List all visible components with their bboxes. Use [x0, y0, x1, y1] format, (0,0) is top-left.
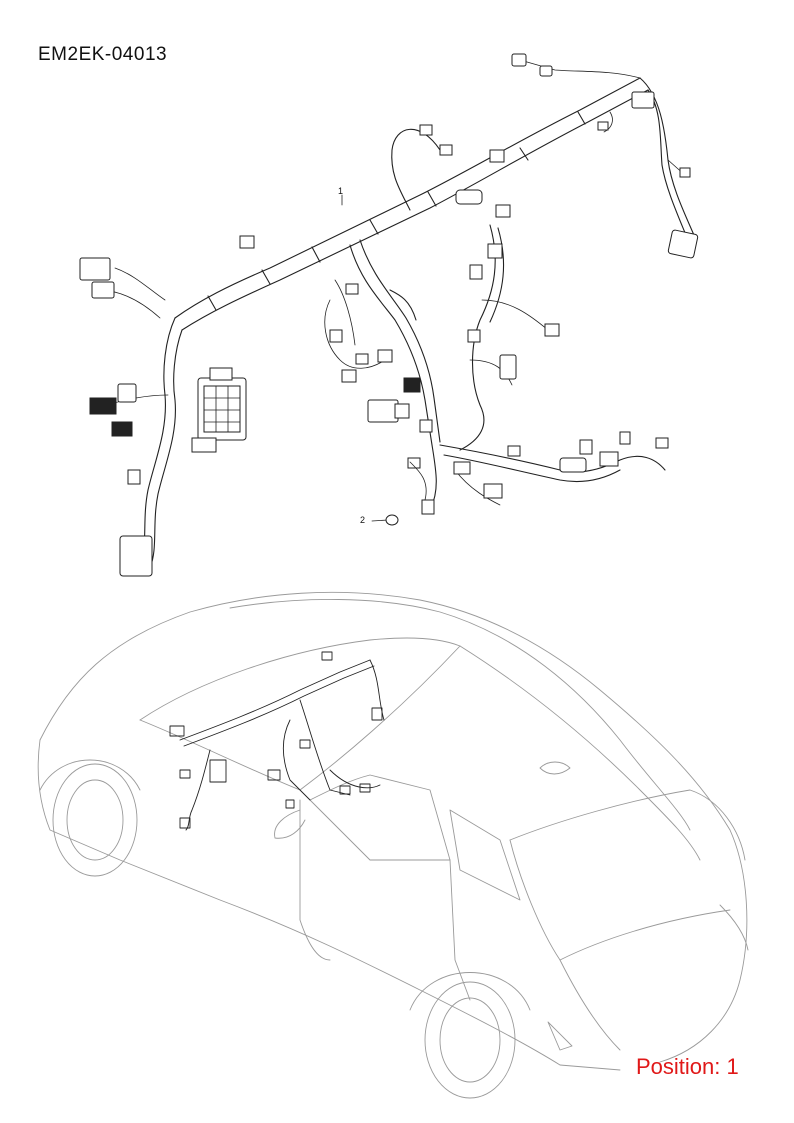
right-branch [511, 53, 699, 259]
callout-1: 1 [338, 186, 344, 196]
right-lower-branches [439, 189, 669, 506]
position-label: Position: 1 [636, 1054, 739, 1079]
car-body-outline [37, 591, 749, 1099]
fastener [341, 194, 399, 526]
wiring-harness-drawing [79, 53, 699, 577]
callout-2: 2 [360, 515, 366, 525]
upper-loop [391, 124, 505, 211]
document-code: EM2EK-04013 [38, 44, 168, 65]
left-branches [79, 235, 255, 577]
mini-harness [169, 651, 385, 831]
fuse-box [191, 367, 247, 453]
center-harness [324, 239, 441, 515]
main-trunk [174, 77, 649, 331]
